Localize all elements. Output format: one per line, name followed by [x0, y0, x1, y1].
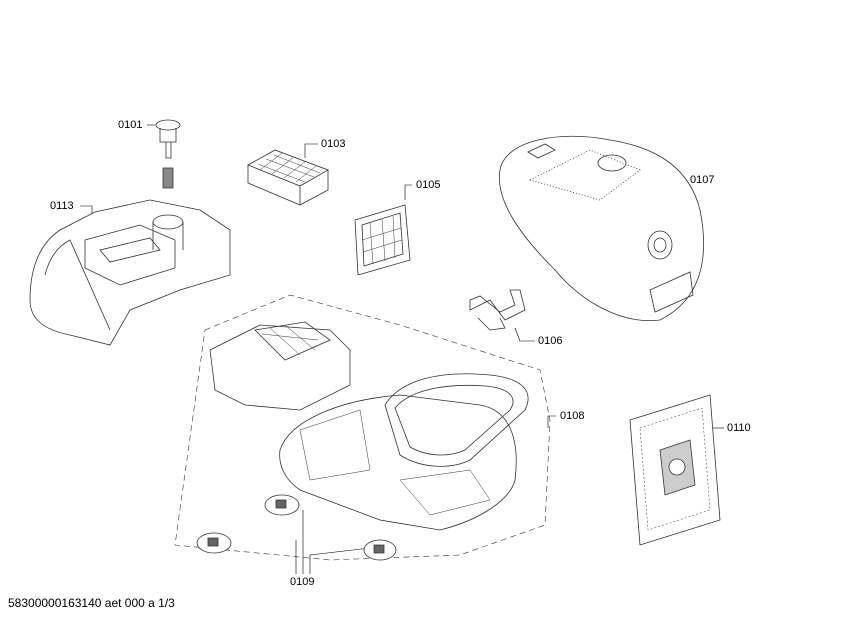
part-0109-feet	[196, 494, 397, 561]
label-0109: 0109	[290, 576, 315, 588]
label-0107: 0107	[690, 174, 715, 186]
label-0106: 0106	[538, 335, 563, 347]
part-0108-group	[174, 294, 551, 561]
label-0108: 0108	[560, 410, 585, 422]
label-0113: 0113	[50, 200, 74, 212]
part-0106-bracket	[469, 289, 526, 331]
part-0105-grille	[354, 204, 411, 276]
part-0113-housing	[29, 199, 231, 346]
label-0110: 0110	[727, 422, 751, 434]
label-0101: 0101	[118, 119, 143, 131]
part-0101-knob	[155, 119, 181, 189]
label-0103: 0103	[321, 138, 346, 150]
label-0105: 0105	[416, 179, 441, 191]
drawing-number-footer: 58300000163140 aet 000 a 1/3	[8, 596, 175, 610]
part-0103-filter	[247, 149, 329, 206]
part-0110-dust-bag	[629, 394, 721, 546]
part-0107-cover	[498, 135, 704, 322]
